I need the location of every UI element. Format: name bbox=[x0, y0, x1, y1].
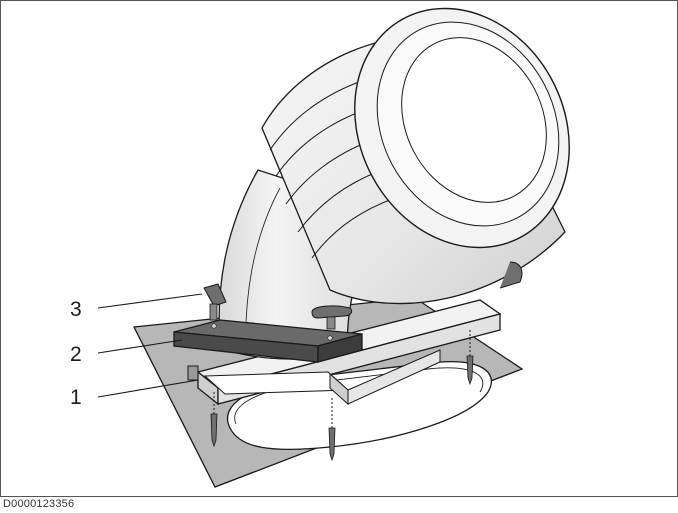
screw-right bbox=[466, 355, 474, 386]
screw-left bbox=[210, 413, 218, 448]
document-id: D0000123356 bbox=[3, 498, 75, 510]
flange-tab bbox=[187, 365, 199, 381]
wing-nut-right bbox=[311, 305, 353, 330]
callout-3: 3 bbox=[70, 293, 203, 321]
clamping-plate bbox=[173, 319, 363, 363]
callout-label-3: 3 bbox=[70, 298, 82, 321]
callout-1: 1 bbox=[70, 379, 199, 409]
callout-label-2: 2 bbox=[70, 343, 82, 366]
callout-label-1: 1 bbox=[70, 386, 82, 409]
callout-2: 2 bbox=[70, 339, 183, 366]
screw-middle bbox=[328, 427, 336, 462]
wing-nut-left bbox=[203, 283, 227, 321]
duct-cylinder bbox=[261, 7, 570, 305]
screws bbox=[210, 330, 474, 462]
flange-frame bbox=[187, 299, 502, 406]
